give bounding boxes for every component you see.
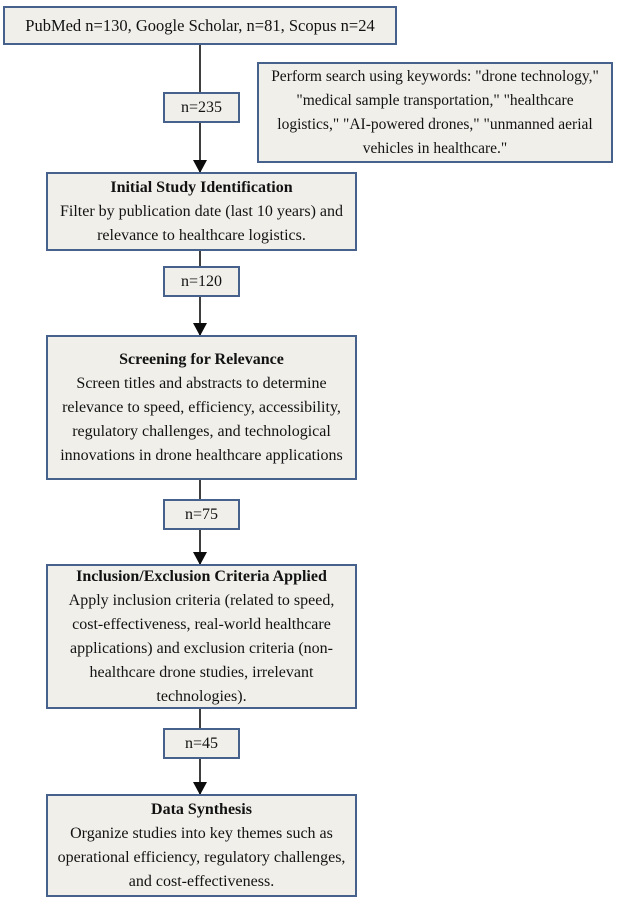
source-box-text: PubMed n=130, Google Scholar, n=81, Scop… bbox=[25, 15, 375, 35]
count-badge: n=120 bbox=[163, 266, 240, 297]
arrow-down-icon bbox=[193, 160, 207, 173]
count-badge-text: n=235 bbox=[180, 98, 223, 116]
stage-box-data-synthesis: Data Synthesis Organize studies into key… bbox=[46, 794, 357, 897]
keywords-note-text: Perform search using keywords: "drone te… bbox=[271, 67, 599, 157]
stage-box-screening-for-relevance: Screening for Relevance Screen titles an… bbox=[46, 335, 357, 480]
keywords-note-box: Perform search using keywords: "drone te… bbox=[257, 62, 613, 163]
arrow-down-icon bbox=[193, 782, 207, 795]
stage-body: Apply inclusion criteria (related to spe… bbox=[68, 591, 335, 705]
count-badge-text: n=75 bbox=[184, 505, 219, 523]
stage-title: Initial Study Identification bbox=[110, 178, 293, 196]
count-badge-text: n=120 bbox=[180, 272, 223, 290]
stage-title: Inclusion/Exclusion Criteria Applied bbox=[76, 567, 327, 585]
count-badge-text: n=45 bbox=[184, 734, 219, 752]
stage-body: Filter by publication date (last 10 year… bbox=[59, 202, 344, 244]
stage-title: Screening for Relevance bbox=[119, 350, 284, 368]
arrow-down-icon bbox=[193, 323, 207, 336]
stage-box-initial-study-identification: Initial Study Identification Filter by p… bbox=[46, 172, 357, 251]
source-box: PubMed n=130, Google Scholar, n=81, Scop… bbox=[3, 6, 397, 45]
stage-body: Organize studies into key themes such as… bbox=[57, 824, 346, 890]
count-badge: n=235 bbox=[163, 92, 240, 123]
stage-title: Data Synthesis bbox=[151, 800, 252, 818]
stage-body: Screen titles and abstracts to determine… bbox=[60, 374, 343, 464]
count-badge: n=45 bbox=[163, 728, 240, 759]
arrow-down-icon bbox=[193, 552, 207, 565]
stage-box-inclusion-exclusion-criteria: Inclusion/Exclusion Criteria Applied App… bbox=[46, 564, 357, 709]
count-badge: n=75 bbox=[163, 499, 240, 530]
